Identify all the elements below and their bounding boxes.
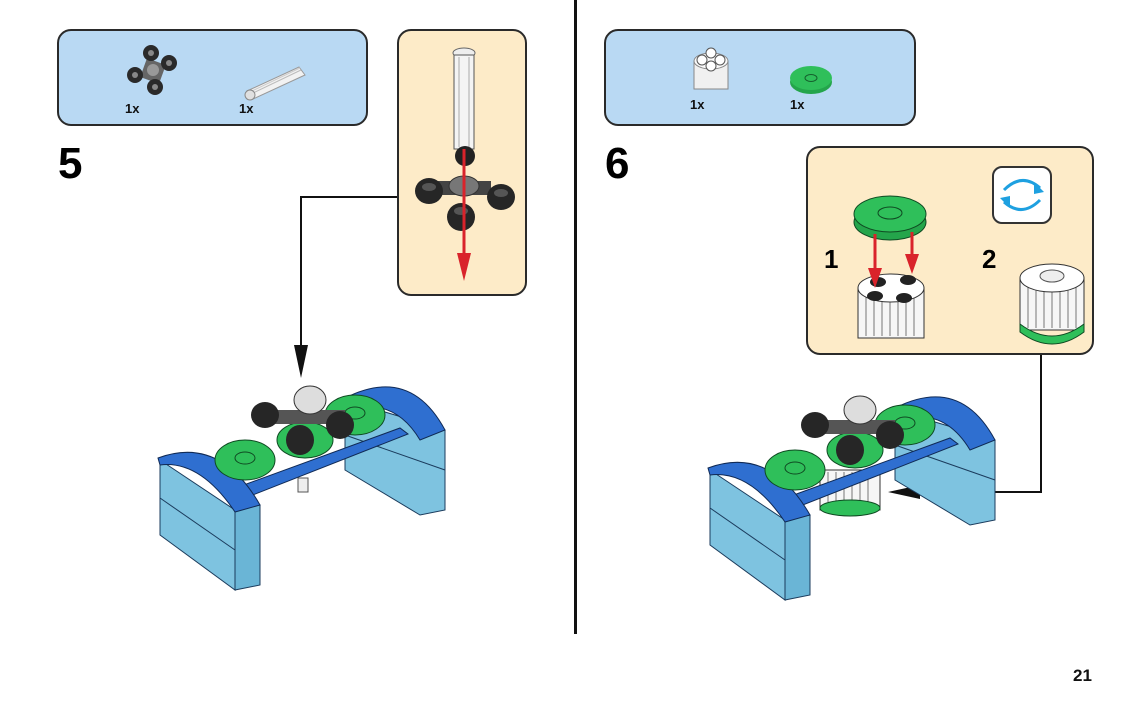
round-tile-part-icon: [790, 66, 832, 94]
page-divider: [574, 0, 577, 634]
substep-number: 2: [982, 244, 997, 274]
rotate-icon: [1000, 179, 1044, 211]
page-number: 21: [1073, 666, 1092, 685]
step6-model-illustration: [707, 395, 996, 601]
tile-on-brick-illustration: [853, 195, 1085, 345]
part-qty: 1x: [690, 97, 705, 112]
step-number: 6: [605, 139, 630, 188]
step5-parts-list: 1x 1x: [57, 29, 368, 126]
part-qty: 1x: [239, 101, 254, 116]
step6-parts-list: 1x 1x: [604, 29, 916, 126]
axle-pin-part-icon: [244, 66, 306, 101]
step6-callout: 1 2: [806, 146, 1094, 355]
part-qty: 1x: [790, 97, 805, 112]
axle-pin-insert-illustration: [415, 47, 515, 281]
substep-number: 1: [824, 244, 839, 274]
part-qty: 1x: [125, 101, 140, 116]
round-brick-part-icon: [693, 47, 729, 90]
step-number: 5: [58, 139, 83, 188]
step5-callout: [397, 29, 527, 296]
step5-model-illustration: [157, 385, 446, 591]
cross-hub-part-icon: [127, 45, 177, 95]
rotate-model-indicator: [992, 166, 1052, 224]
